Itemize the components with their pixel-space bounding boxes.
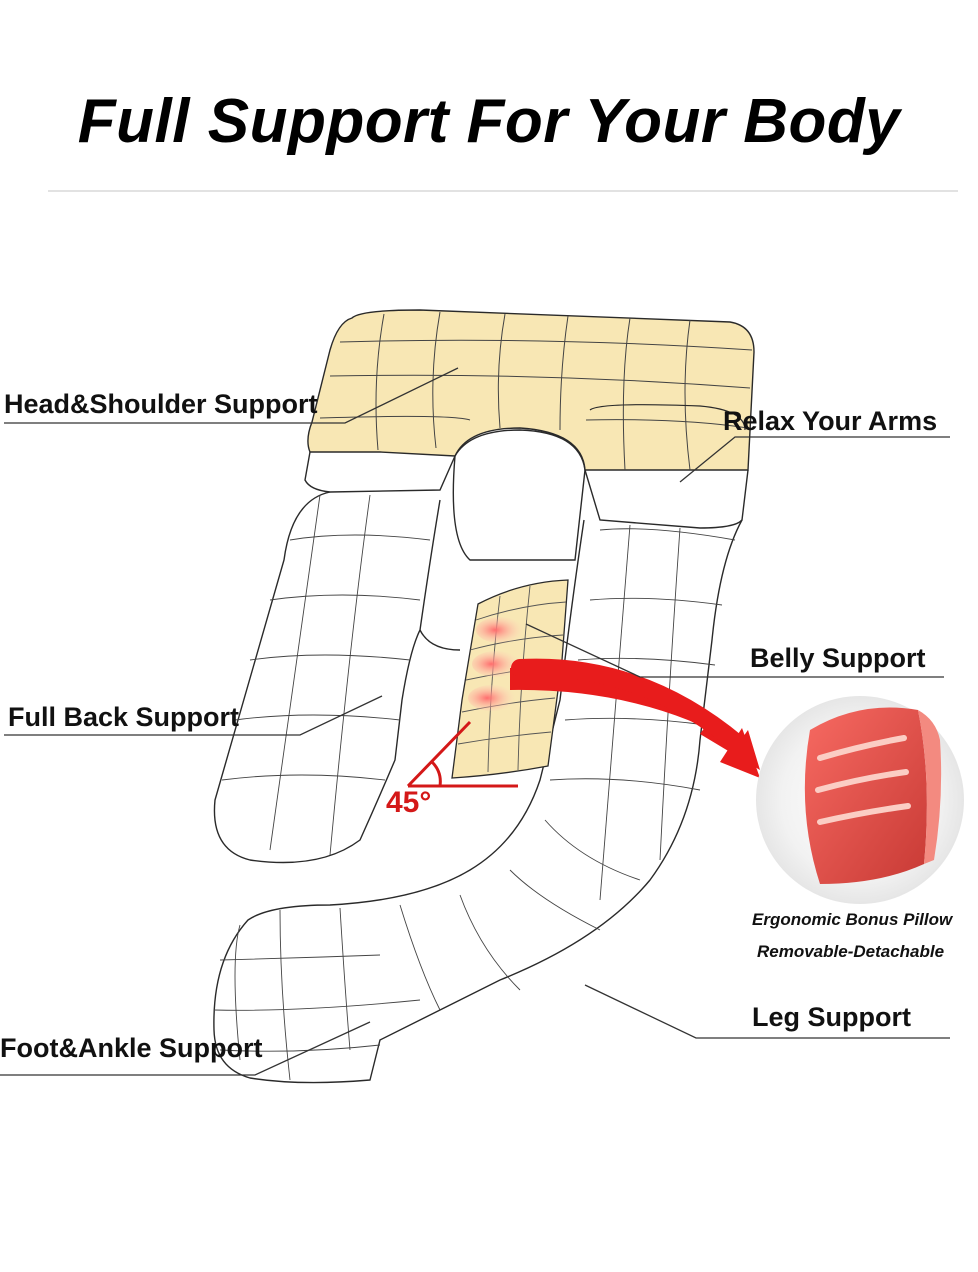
leg-label: Leg Support	[752, 1002, 911, 1032]
head-shoulder-section	[307, 309, 755, 471]
head-shoulder-label: Head&Shoulder Support	[4, 389, 318, 419]
angle-marker	[406, 720, 518, 788]
belly-label: Belly Support	[750, 643, 926, 673]
angle-label: 45°	[386, 786, 432, 819]
foot-ankle-label: Foot&Ankle Support	[0, 1033, 263, 1063]
bonus-caption-line2: Removable-Detachable	[757, 942, 945, 961]
title-divider	[48, 190, 958, 192]
page-title: Full Support For Your Body	[77, 87, 901, 156]
bonus-pillow-image	[756, 696, 964, 904]
bonus-caption-line1: Ergonomic Bonus Pillow	[752, 910, 953, 929]
leader-lines	[0, 367, 950, 1076]
full-back-label: Full Back Support	[8, 702, 240, 732]
relax-arms-label: Relax Your Arms	[723, 406, 938, 436]
